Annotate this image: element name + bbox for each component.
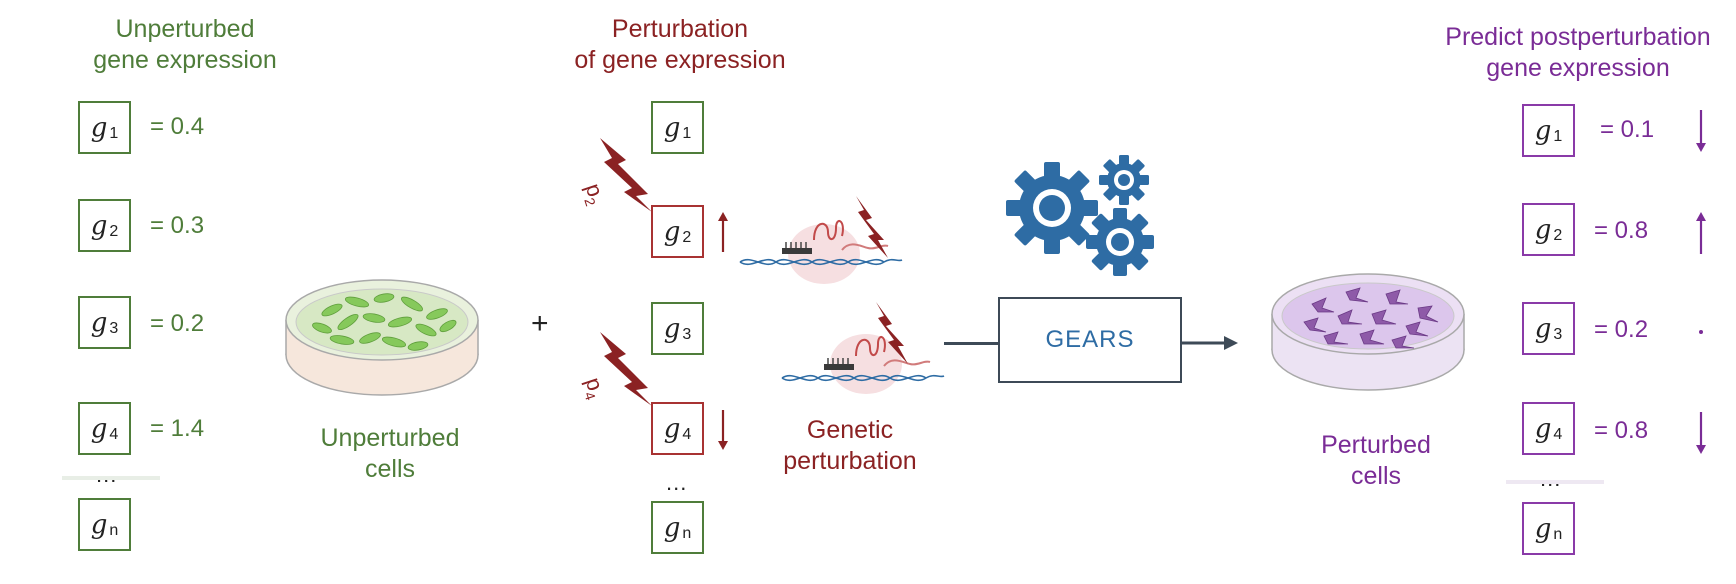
prediction-heading-line1: Predict postperturbation — [1445, 23, 1711, 51]
genetic-perturbation-caption: Genetic perturbation — [760, 415, 940, 477]
crispr-dna-icon — [781, 302, 945, 394]
crispr-dna-icon — [739, 196, 903, 284]
output-arrow-icon — [1180, 336, 1238, 350]
arrow-up-icon — [1696, 212, 1706, 254]
unperturbed-cells-caption: Unperturbed cells — [290, 423, 490, 485]
perturbed-cells-caption-line1: Perturbed — [1321, 431, 1431, 459]
unperturbed-cells-caption-line2: cells — [364, 455, 415, 483]
unperturbed-ellipsis: ... — [96, 462, 118, 487]
gears-icon — [1006, 155, 1154, 276]
genetic-perturbation-caption-line2: perturbation — [783, 447, 917, 475]
no-change-dot — [1699, 330, 1703, 334]
perturbation-heading: Perturbation of gene expression — [535, 14, 825, 76]
lightning-bolt-icon — [600, 138, 652, 212]
prediction-gene-value-3: = 0.2 — [1594, 316, 1649, 343]
unperturbed-gene-value-2: = 0.3 — [150, 212, 205, 239]
unperturbed-gene-value-1: = 0.4 — [150, 113, 205, 140]
unperturbed-ellipsis-underline — [62, 476, 160, 480]
plus-sign: + — [531, 307, 549, 340]
prediction-heading-line2: gene expression — [1486, 54, 1670, 82]
input-connector-line — [944, 342, 1000, 345]
unperturbed-heading-line2: gene expression — [93, 46, 277, 74]
perturbed-petri-dish-icon — [1271, 273, 1465, 391]
unperturbed-petri-dish-icon — [285, 279, 479, 396]
unperturbed-heading: Unperturbed gene expression — [60, 14, 310, 76]
perturbation-heading-line2: of gene expression — [574, 46, 786, 74]
arrow-up-icon — [718, 212, 728, 252]
perturbed-cells-caption-line2: cells — [1350, 462, 1401, 490]
arrow-down-icon — [718, 410, 728, 450]
unperturbed-cells-caption-line1: Unperturbed — [320, 424, 460, 452]
genetic-perturbation-caption-line1: Genetic — [806, 416, 894, 444]
prediction-heading: Predict postperturbation gene expression — [1418, 22, 1736, 84]
prediction-gene-value-2: = 0.8 — [1594, 217, 1649, 244]
perturbed-cells-caption: Perturbed cells — [1276, 430, 1476, 492]
perturbation-ellipsis: ... — [666, 470, 688, 495]
prediction-gene-value-1: = 0.1 — [1600, 116, 1655, 143]
prediction-ellipsis-underline — [1506, 480, 1604, 484]
arrow-down-icon — [1696, 412, 1706, 454]
prediction-ellipsis: ... — [1540, 466, 1562, 491]
gears-model-box: GEARS — [998, 297, 1182, 383]
gears-model-label: GEARS — [1045, 326, 1135, 353]
unperturbed-gene-value-4: = 1.4 — [150, 415, 205, 442]
prediction-gene-value-4: = 0.8 — [1594, 417, 1649, 444]
perturbation-heading-line1: Perturbation — [611, 15, 749, 43]
unperturbed-gene-value-3: = 0.2 — [150, 310, 205, 337]
unperturbed-heading-line1: Unperturbed — [115, 15, 255, 43]
arrow-down-icon — [1696, 110, 1706, 152]
lightning-bolt-icon — [600, 332, 652, 406]
